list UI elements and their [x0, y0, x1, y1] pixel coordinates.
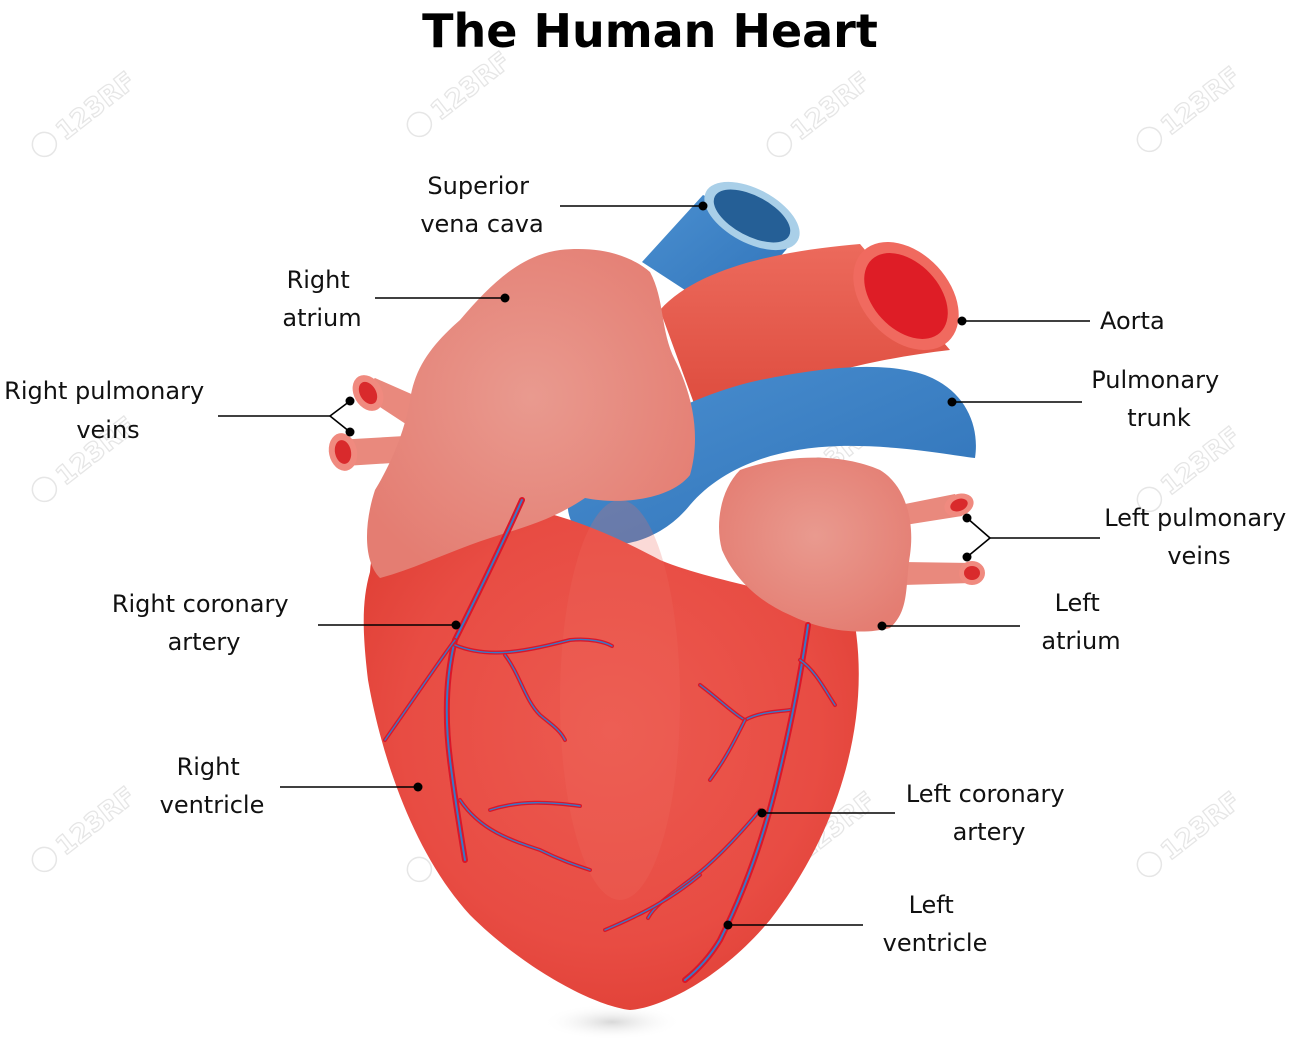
watermark-mark: 123RF	[1136, 61, 1247, 153]
svg-text:123RF: 123RF	[1156, 421, 1247, 501]
label-right-coronary-artery: Right coronary artery	[112, 590, 296, 656]
label-right-ventricle: Right ventricle	[160, 753, 265, 819]
label-aorta: Aorta	[1100, 307, 1165, 335]
ventricles-body	[363, 502, 859, 1010]
svg-text:123RF: 123RF	[51, 66, 142, 146]
left-atrium-chamber	[719, 457, 912, 632]
label-right-pulmonary-veins: Right pulmonary veins	[4, 377, 212, 444]
label-left-pulmonary-veins: Left pulmonary veins	[1104, 504, 1294, 570]
leader-lines	[218, 201, 1100, 930]
watermark-mark: 123RF	[406, 46, 517, 138]
heart-illustration	[328, 181, 985, 1040]
superior-vena-cava-vessel	[642, 181, 800, 318]
labels: Superior vena cava Right atrium Right pu…	[4, 172, 1294, 957]
right-atrium-chamber	[366, 249, 695, 578]
pulmonary-trunk-vessel	[567, 366, 976, 545]
svg-text:123RF: 123RF	[51, 781, 142, 861]
label-left-atrium: Left atrium	[1041, 589, 1120, 655]
svg-text:123RF: 123RF	[426, 46, 517, 126]
coronary-vessels	[383, 497, 837, 983]
aorta-vessel	[660, 241, 959, 420]
svg-text:123RF: 123RF	[786, 66, 877, 146]
watermark-mark: 123RF	[1136, 786, 1247, 878]
watermark-mark: 123RF	[31, 66, 142, 158]
label-left-coronary-artery: Left coronary artery	[906, 780, 1072, 846]
left-pulmonary-veins-vessels	[900, 493, 985, 585]
label-left-ventricle: Left ventricle	[883, 891, 988, 957]
page-title: The Human Heart	[422, 4, 878, 58]
label-right-atrium: Right atrium	[282, 266, 361, 332]
svg-text:123RF: 123RF	[1156, 61, 1247, 141]
watermark-mark: 123RF	[31, 781, 142, 873]
label-superior-vena-cava: Superior vena cava	[420, 172, 543, 238]
label-pulmonary-trunk: Pulmonary trunk	[1091, 366, 1227, 432]
watermark-mark: 123RF	[766, 66, 877, 158]
svg-text:123RF: 123RF	[1156, 786, 1247, 866]
